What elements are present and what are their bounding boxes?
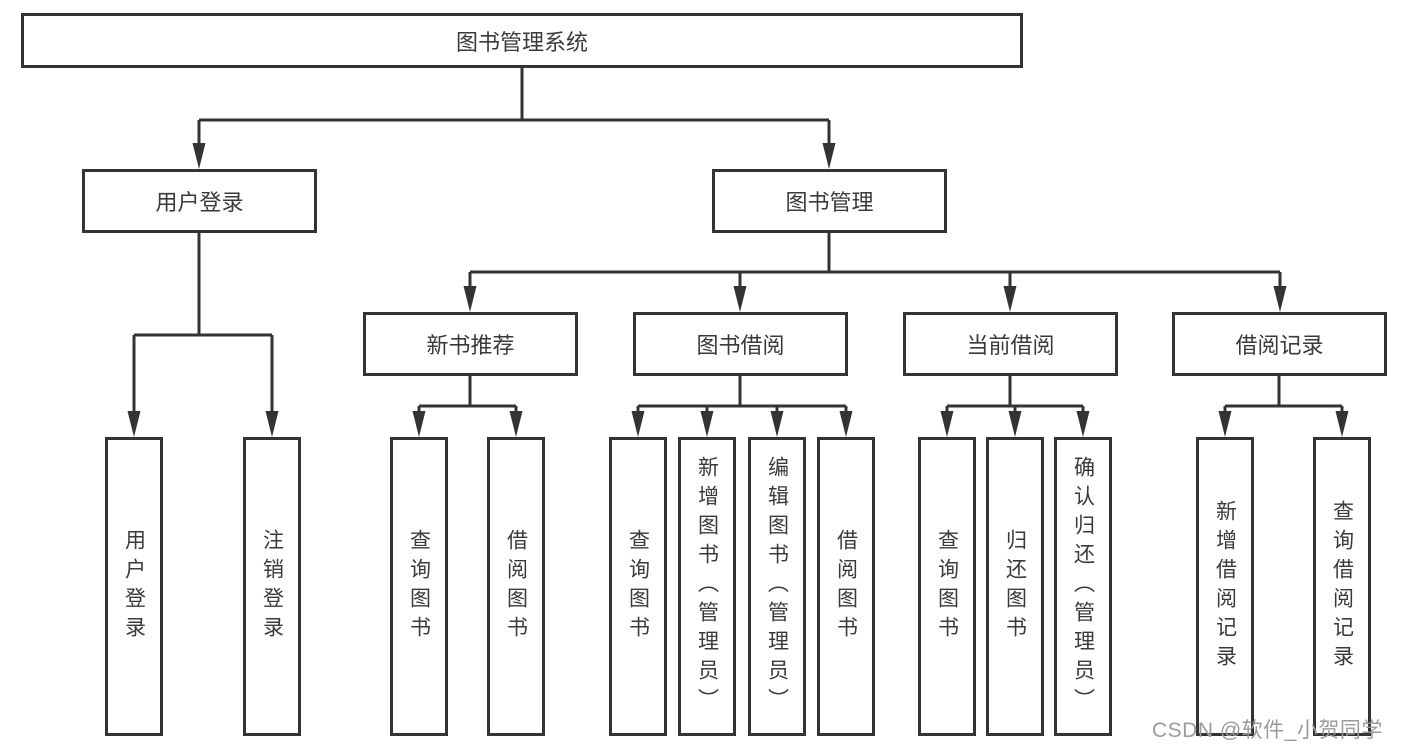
node-current-borrow: 当前借阅 [903, 312, 1118, 376]
node-new-book-recommend: 新书推荐 [363, 312, 578, 376]
leaf-user-login: 用户登录 [105, 437, 163, 736]
node-user-login: 用户登录 [82, 169, 317, 233]
leaf-borrow-book-1: 借阅图书 [487, 437, 545, 736]
leaf-confirm-return-admin: 确认归还（管理员） [1054, 437, 1112, 736]
leaf-query-book-1: 查询图书 [390, 437, 448, 736]
leaf-query-book-2: 查询图书 [609, 437, 667, 736]
watermark: CSDN @软件_小贺同学 [1152, 719, 1383, 742]
leaf-add-borrow-record: 新增借阅记录 [1196, 437, 1254, 736]
leaf-add-book-admin: 新增图书（管理员） [678, 437, 736, 736]
leaf-borrow-book-2: 借阅图书 [817, 437, 875, 736]
node-root: 图书管理系统 [21, 13, 1023, 68]
node-book-management: 图书管理 [712, 169, 947, 233]
node-borrow-records: 借阅记录 [1172, 312, 1387, 376]
leaf-logout: 注销登录 [243, 437, 301, 736]
leaf-return-book: 归还图书 [986, 437, 1044, 736]
leaf-query-borrow-record: 查询借阅记录 [1313, 437, 1371, 736]
leaf-edit-book-admin: 编辑图书（管理员） [748, 437, 806, 736]
leaf-query-book-3: 查询图书 [918, 437, 976, 736]
node-book-borrow: 图书借阅 [633, 312, 848, 376]
